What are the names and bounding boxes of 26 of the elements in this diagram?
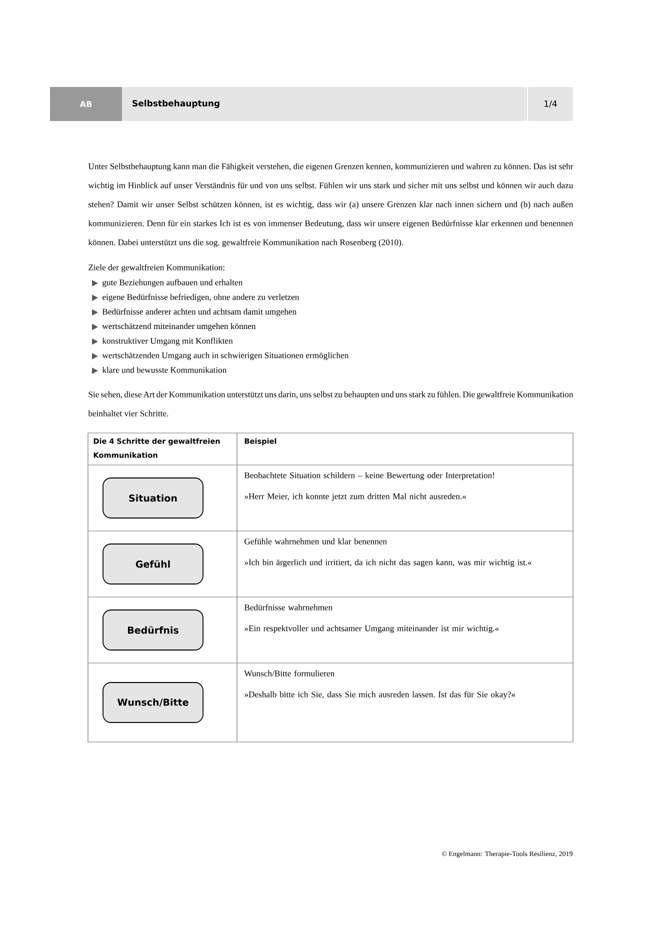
list-item: eigene Bedürfnisse befriedigen, ohne andere zu verletzen: [102, 294, 300, 302]
node-label: 1/4: [544, 100, 557, 108]
list-heading: Ziele der gewaltfreien Kommunikation:: [88, 264, 224, 272]
list-item: konstruktiver Umgang mit Konflikten: [102, 338, 233, 346]
example-quote: »Ich bin ärgerlich und irritiert, da ich nicht das sagen kann, was mir wichtig ist.«: [244, 559, 532, 568]
list-item: Bedürfnisse anderer achten und achtsam damit umgehen: [102, 308, 296, 316]
instruction-text: Gefühle wahrnehmen und klar benennen: [244, 538, 387, 544]
example-quote: »Ein respektvoller und achtsamer Umgang miteinander ist mir wichtig.«: [244, 625, 499, 634]
list-item: wertschätzend miteinander umgehen können: [102, 323, 256, 331]
list-item: klare und bewusste Kommunikation: [102, 366, 227, 373]
list-item: gute Beziehungen aufbauen und erhalten: [102, 279, 242, 288]
page-number-tab: 1/4: [528, 87, 573, 121]
header-tab: AB: [50, 87, 122, 121]
instruction-text: Bedürfnisse wahrnehmen: [244, 604, 332, 610]
list-item: wertschätzenden Umgang auch in schwierigen Situationen ermöglichen: [102, 352, 349, 360]
node-label: Selbstbehauptung: [132, 100, 220, 108]
step-box: Bedürfnis: [102, 610, 204, 650]
example-quote: »Herr Meier, ich konnte jetzt zum dritten Mal nicht ausreden.«: [244, 493, 466, 501]
step-box: Gefühl: [102, 544, 204, 584]
step-box: Situation: [102, 478, 204, 518]
example-quote: »Deshalb bitte ich Sie, dass Sie mich ausreden lassen. Ist das für Sie okay?«: [244, 691, 516, 700]
paragraph: Sie sehen, diese Art der Kommunikation unterstützt uns darin, uns selbst zu behaupten und uns stark zu fühlen. Die gewaltfreie Kommunikation beinhaltet vier Schritte.: [88, 391, 574, 416]
paragraph: Unter Selbstbehauptung kann man die Fähigkeit verstehen, die eigenen Grenzen kennen, kommunizieren und wahren zu können. Das ist sehr wichtig im Hinblick auf unser Verständnis für und von uns selbst. Fühlen wir uns stark und sicher mit uns selbst und können wir auch dazu stehen? Damit wir unser Selbst schützen können, ist es wichtig, dass wir (a) unsere Grenzen klar nach innen sichern und (b) nach außen kommunizieren. Denn für ein starkes Ich ist es von immenser Bedeutung, dass wir unsere eigenen Bedürfnisse klar erkennen und benennen können. Dabei unterstützt uns die sog. gewaltfreie Kommunikation nach Rosenberg (2010).: [88, 163, 574, 248]
instruction-text: Beobachtete Situation schildern – keine Bewertung oder Interpretation!: [244, 472, 494, 480]
step-box: Wunsch/Bitte: [102, 682, 204, 723]
instruction-text: Wunsch/Bitte formulieren: [244, 670, 334, 676]
